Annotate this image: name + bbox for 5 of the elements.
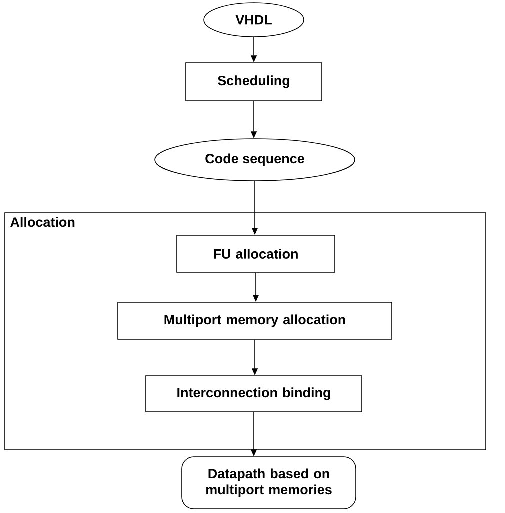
process-box: FU allocation [176,235,336,273]
process-box: Scheduling [186,62,322,102]
result-box: Datapath based on multiport memories [182,456,356,510]
process-box: Multiport memory allocation [118,302,392,340]
process-box: Interconnection binding [146,376,362,412]
